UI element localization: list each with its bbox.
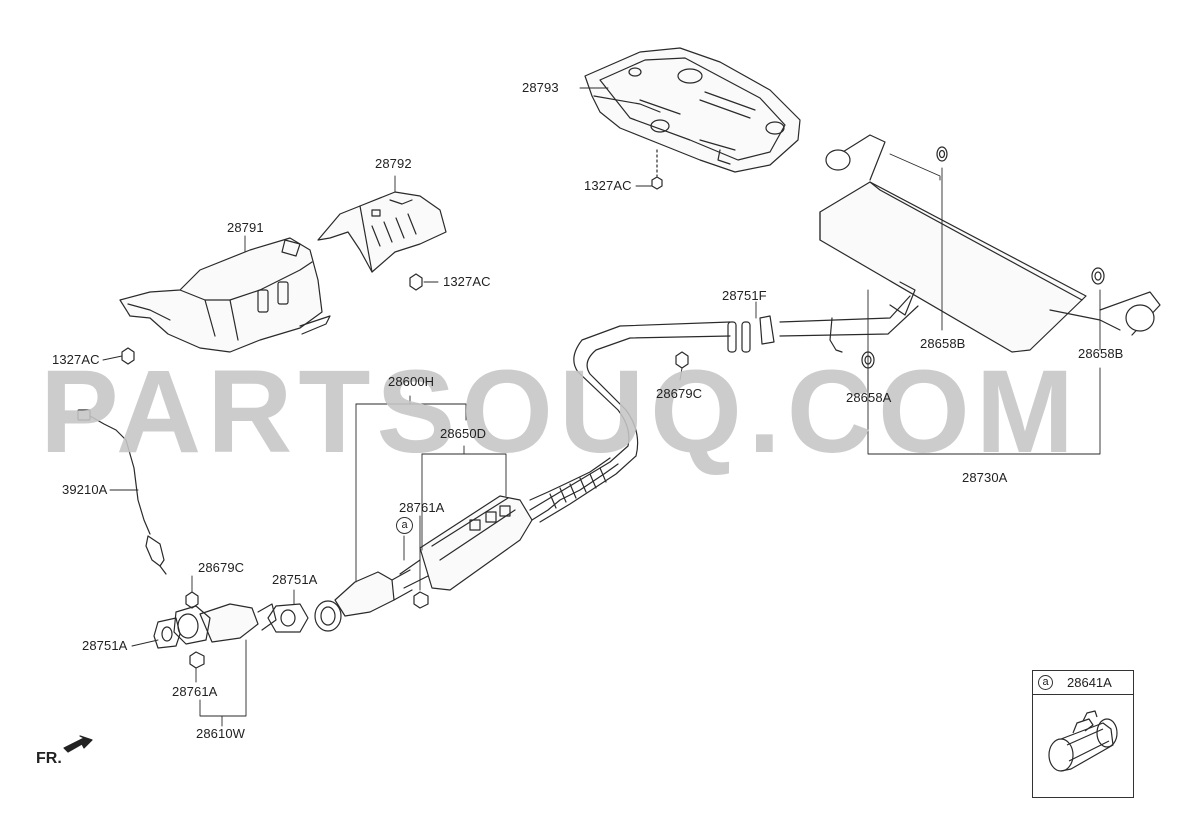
label-28761A-bottom: 28761A: [172, 684, 218, 699]
nut-28761A-top: [413, 591, 429, 609]
label-28751F: 28751F: [722, 288, 767, 303]
gasket-28751A-left: [153, 617, 181, 649]
label-28658B-mid: 28658B: [920, 336, 966, 351]
label-28730A: 28730A: [962, 470, 1008, 485]
leader-lines: [102, 87, 1101, 727]
label-28679C-right: 28679C: [656, 386, 703, 401]
nut-28761A-bottom: [189, 651, 205, 669]
label-28679C-left: 28679C: [198, 560, 245, 575]
inset-marker: a: [1038, 675, 1053, 690]
label-28792: 28792: [375, 156, 412, 171]
label-28761A-top: 28761A: [399, 500, 445, 515]
clamp-28641A-illustration: [1048, 710, 1118, 772]
label-1327AC-top: 1327AC: [584, 178, 632, 193]
label-39210A: 39210A: [62, 482, 108, 497]
label-28610W: 28610W: [196, 726, 246, 741]
heat-shield-28793: [584, 47, 801, 173]
front-arrow-icon: [63, 735, 93, 753]
manifold-28610W: [173, 603, 277, 645]
heat-shield-28791: [119, 237, 331, 353]
nut-1327AC-mid: [409, 273, 423, 291]
label-28658A: 28658A: [846, 390, 892, 405]
gasket-28751A-mid: [267, 603, 309, 633]
label-1327AC-left: 1327AC: [52, 352, 100, 367]
hanger-28658B-mid: [936, 146, 948, 162]
label-28751A-left: 28751A: [82, 638, 128, 653]
nut-28679C-left: [185, 591, 199, 609]
rear-muffler-28730A: [819, 134, 1161, 353]
label-28793: 28793: [522, 80, 559, 95]
gasket-28751F: [727, 315, 775, 353]
hanger-28658B-right: [1091, 267, 1105, 285]
callout-marker-a: a: [396, 517, 413, 534]
orientation-label: FR.: [36, 750, 62, 767]
label-28658B-right: 28658B: [1078, 346, 1124, 361]
watermark: PARTSOUQ.COM: [40, 346, 1081, 478]
nut-1327AC-top: [651, 149, 663, 190]
label-1327AC-mid: 1327AC: [443, 274, 491, 289]
heat-shield-28792: [317, 191, 447, 273]
label-28791: 28791: [227, 220, 264, 235]
catalytic-converter-28650D: [399, 457, 619, 591]
front-pipe-28600H: [314, 569, 413, 632]
inset-box: a 28641A: [1032, 670, 1134, 798]
label-28751A-mid: 28751A: [272, 572, 318, 587]
nut-28679C-right: [675, 351, 689, 369]
oxygen-sensor-39210A: [77, 409, 167, 575]
center-pipe: [529, 295, 919, 523]
inset-part-number: 28641A: [1067, 675, 1112, 690]
label-28650D: 28650D: [440, 426, 487, 441]
nut-1327AC-left: [121, 347, 135, 365]
inset-header: a 28641A: [1033, 671, 1133, 695]
label-28600H: 28600H: [388, 374, 435, 389]
